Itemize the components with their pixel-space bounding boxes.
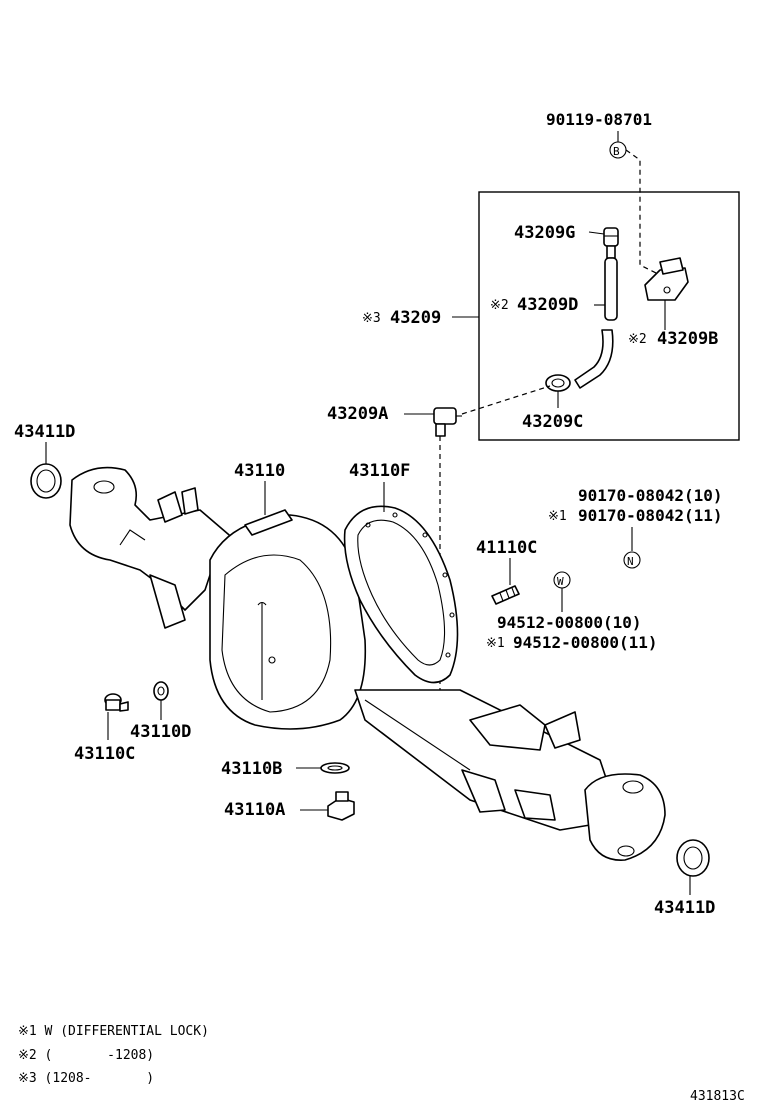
label-43209g[interactable]: 43209G [514,223,575,243]
clamp-43209c[interactable] [545,374,571,392]
marker-n[interactable] [623,551,641,569]
mark-43209: ※3 [362,311,381,326]
breather-hose[interactable] [574,329,614,389]
label-90119-08701[interactable]: 90119-08701 [546,110,652,129]
label-43411d-right[interactable]: 43411D [654,898,715,918]
union-43209a[interactable] [433,407,462,437]
note-3: ※3 (1208- ) [18,1071,154,1086]
label-43209a[interactable]: 43209A [327,404,388,424]
stud-41110c[interactable] [491,585,520,605]
note-2: ※2 ( -1208) [18,1048,154,1063]
gasket-43110f[interactable] [343,505,459,684]
label-43110b[interactable]: 43110B [221,759,282,779]
label-43110a[interactable]: 43110A [224,800,285,820]
tube-43209d[interactable] [604,257,618,321]
marker-w-letter: W [557,575,564,588]
diagram-id: 431813C [690,1089,745,1104]
marker-b-letter: B [613,145,620,158]
mark-94512-b: ※1 [486,636,505,651]
gasket-43110b[interactable] [320,762,350,774]
axle-housing-43110[interactable] [69,466,666,861]
bracket-43209b[interactable] [644,257,689,301]
breather-group-box [478,191,740,441]
label-90170-a[interactable]: 90170-08042(10) [578,486,723,505]
mark-43209d: ※2 [490,298,509,313]
mark-90170-b: ※1 [548,509,567,524]
label-43209[interactable]: 43209 [390,308,441,328]
label-94512-a[interactable]: 94512-00800(10) [497,613,642,632]
washer-43110d[interactable] [153,681,169,701]
label-43110c[interactable]: 43110C [74,744,135,764]
label-43411d-left[interactable]: 43411D [14,422,75,442]
label-94512-b[interactable]: 94512-00800(11) [513,633,658,652]
marker-n-letter: N [627,555,634,568]
plug-43110a[interactable] [327,791,355,821]
label-43110[interactable]: 43110 [234,461,285,481]
label-43209d[interactable]: 43209D [517,295,578,315]
oil-seal-43411d-right[interactable] [676,839,710,877]
label-43209b[interactable]: 43209B [657,329,718,349]
note-1: ※1 W (DIFFERENTIAL LOCK) [18,1024,209,1039]
label-41110c[interactable]: 41110C [476,538,537,558]
mark-43209b: ※2 [628,332,647,347]
label-43209c[interactable]: 43209C [522,412,583,432]
label-43110f[interactable]: 43110F [349,461,410,481]
label-90170-b[interactable]: 90170-08042(11) [578,506,723,525]
oil-seal-43411d-left[interactable] [30,463,62,499]
label-43110d[interactable]: 43110D [130,722,191,742]
fitting-43209g[interactable] [603,227,619,259]
plug-43110c[interactable] [104,693,129,712]
